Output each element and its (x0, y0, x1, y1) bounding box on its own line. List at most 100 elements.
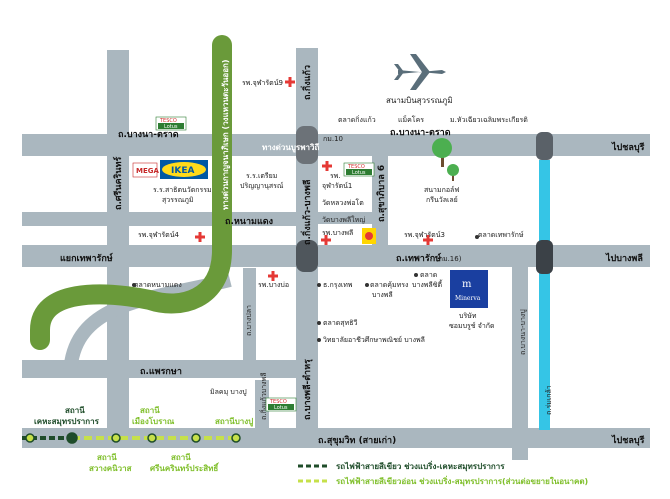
label-bangna-trat-right: ถ.บางนา-ตราด (390, 128, 451, 138)
legend-dark-label: รถไฟฟ้าสายสีเขียว ช่วงแบริ่ง-เคหะสมุทรปร… (336, 460, 505, 472)
label-school2a: ร.ร.เตรียม (246, 172, 277, 180)
road-phraek-sa (22, 360, 308, 378)
label-golf-b: กรีนวัลเลย์ (426, 196, 458, 204)
tesco-lotus-logo: TESCO Lotus (155, 116, 187, 131)
svg-text:TESCO: TESCO (347, 164, 365, 170)
tree-icon (432, 138, 459, 181)
label-hospital3: รพ.จุฬารัตน์3 (404, 231, 445, 239)
label-go-chonburi-top: ไปชลบุรี (611, 141, 645, 153)
dot-icon (317, 338, 321, 342)
label-thepharak-market: ตลาดเทพารักษ์ (478, 231, 524, 239)
label-station-bangpu: สถานีบางปู (215, 416, 253, 427)
dot-icon (475, 235, 479, 239)
label-market2a: ตลาดคุ้มทรง (370, 281, 408, 289)
svg-text:Minerva: Minerva (455, 295, 481, 302)
hospital-icon (322, 161, 332, 171)
svg-text:TESCO: TESCO (269, 399, 287, 405)
hospital-icon (321, 235, 331, 245)
label-hospital-bangphli: รพ.บางพลี (322, 229, 353, 237)
label-nong-bon: ถ.หนามแดง (225, 217, 273, 227)
label-go-bangphli: ไปบางพลี (605, 252, 643, 264)
label-suthep-market: ตลาดสุทธิวี (323, 319, 357, 327)
label-phraek-sa: ถ.แพรกษา (140, 367, 182, 377)
ikea-logo: IKEA (160, 160, 208, 179)
label-market2b: บางพลี (372, 291, 393, 299)
label-college: วิทยาลัยอาชีวศึกษาพณิชย์ บางพลี (323, 335, 425, 344)
label-krungthep: ธ.กรุงเทพ (323, 281, 353, 289)
label-station-muang-a: สถานี (140, 405, 160, 415)
company-logo: m Minerva (450, 270, 488, 308)
station-dot (66, 432, 78, 444)
station-dot (231, 433, 241, 443)
label-king-kaew-market: ตลาดกิ่งแก้ว (338, 115, 376, 124)
label-company-b: ซอมบรูช์ จำกัด (449, 322, 495, 330)
label-golf-a: สนามกอล์ฟ (424, 186, 459, 194)
legend-light-label: รถไฟฟ้าสายสีเขียวอ่อน ช่วงแบริ่ง-สมุทรปร… (336, 475, 588, 487)
hospital-icon (285, 77, 295, 87)
overpass-3 (536, 240, 553, 274)
label-sri-nakarin: ถ.ศรีนครินทร์ (112, 156, 124, 210)
label-mall-bangpu: มิลคมุ บางปู (210, 388, 247, 396)
label-bangna-bangpu: ถ.บางนา-บางปู (519, 309, 527, 355)
label-market3b: บางพลีซิตี้ (412, 278, 443, 289)
tesco-lotus-logo: TESCO Lotus (343, 162, 375, 177)
label-sukhumvit: ถ.สุขุมวิท (สายเก่า) (318, 435, 396, 446)
svg-text:MEGA: MEGA (136, 167, 159, 175)
dot-icon (414, 273, 418, 277)
label-school1b: สุวรรณภูมิ (162, 196, 193, 204)
road-wat-branch (318, 212, 374, 224)
station-dot (147, 433, 157, 443)
svg-text:Lotus: Lotus (164, 124, 178, 130)
label-hospital1a: รพ. (330, 172, 341, 180)
label-bangphli-market: วัดบางพลีใหญ่ (322, 215, 365, 224)
hospital-icon (268, 271, 278, 281)
label-airport: สนามบินสุวรรณภูมิ (386, 96, 453, 106)
label-king-kaew-bangphli: ถ.กิ่งแก้ว-บางพลี (300, 180, 313, 245)
station-dot (111, 433, 121, 443)
overpass-1 (296, 126, 318, 164)
label-nong-bon-market: ตลาดหนามแดง (134, 281, 182, 289)
label-school1a: ร.ร.สาธิตนวัตกรรม (153, 186, 212, 194)
road-thepharak (22, 245, 650, 267)
label-station-sawang-b: สวางคนิวาส (89, 464, 132, 473)
label-thepharak: ถ.เทพารักษ์ (396, 252, 441, 264)
svg-text:Lotus: Lotus (274, 405, 288, 411)
label-cyan-highway: ถ.ร่มเกล้า (545, 385, 553, 415)
tesco-lotus-logo: TESCO Lotus (265, 397, 297, 412)
highway-kanchanaphisek (30, 35, 232, 350)
dot-icon (317, 283, 321, 287)
label-hospital9: รพ.จุฬารัตน์9 (242, 79, 283, 87)
label-bangna-trat-left: ถ.บางนา-ตราด (118, 130, 179, 140)
label-station-kheha-b: เคหะสมุทรปราการ (34, 417, 100, 427)
label-wat-luang: วัดหลวงพ่อโต (322, 198, 364, 207)
airplane-icon (394, 54, 446, 90)
label-kanchanaphisek: ทางด่วนกาญจนาภิเษก (วงแหวนตะวันออก) (221, 59, 231, 210)
label-bangpla: ถ.บางปลา (245, 305, 253, 336)
label-king-kaew: ถ.กิ่งแก้ว (300, 65, 313, 100)
svg-text:TESCO: TESCO (159, 118, 177, 124)
overpass-2 (296, 240, 318, 272)
label-school2b: ปริญญานุสรณ์ (240, 182, 284, 190)
label-makro: แม็คโคร (398, 115, 424, 124)
label-hang-bangphli: ทางด่วนบูรพาวิถี (262, 142, 319, 153)
hospital-icon (423, 235, 433, 245)
road-small-vert (255, 380, 269, 430)
station-dot (25, 433, 35, 443)
highway-cyan (539, 160, 550, 430)
label-mahajak: ม.หัวเฉียวเฉลิมพระเกียรติ (450, 116, 528, 124)
label-company-a: บริษัท (459, 312, 477, 320)
label-go-chonburi-bottom: ไปชลบุรี (611, 434, 645, 446)
label-station-srinakarin-b: ศรีนครินทร์ประสิทธิ์ (150, 462, 220, 473)
svg-text:Lotus: Lotus (352, 170, 366, 176)
svg-text:IKEA: IKEA (171, 166, 194, 176)
label-kiri-nakorn: ถ.กิ่งแก้วบางพลี (259, 373, 268, 421)
road-bangna-trat (22, 134, 650, 156)
mega-logo: MEGA (132, 162, 159, 178)
label-market3a: ตลาด (420, 271, 437, 279)
station-dot (191, 433, 201, 443)
label-bangphli-samut: ถ.บางพลี-ตำหรุ (302, 359, 313, 420)
label-hospital4: รพ.จุฬารัตน์4 (138, 231, 180, 239)
road-sukhumvit (22, 428, 650, 448)
